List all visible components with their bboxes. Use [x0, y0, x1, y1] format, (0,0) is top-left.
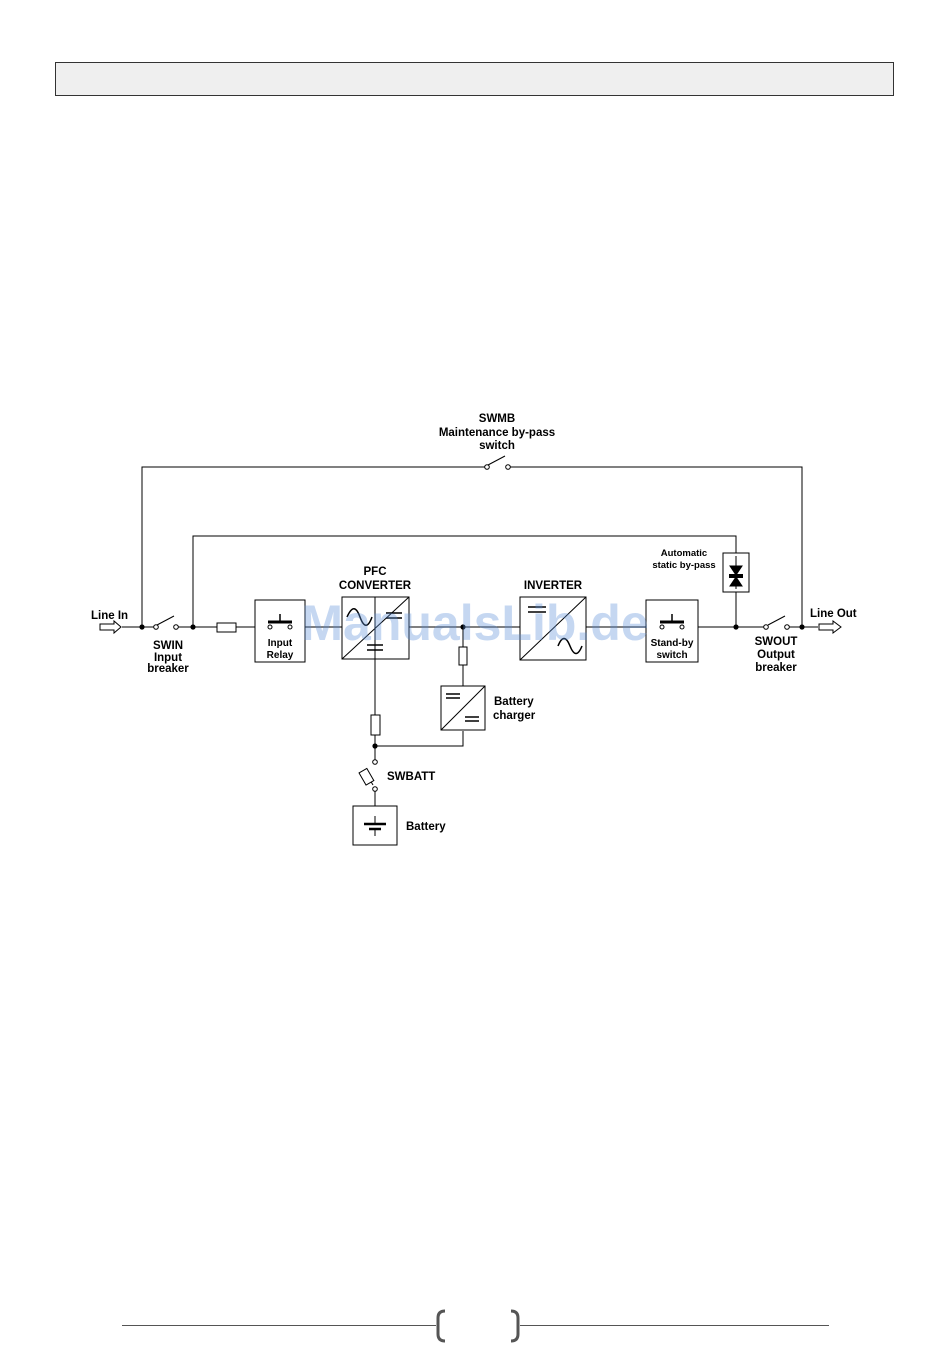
input-relay-label: Input — [268, 638, 293, 649]
swout-desc2-label: breaker — [755, 662, 797, 674]
swout-label: SWOUT — [755, 636, 798, 648]
footer-rule-left — [122, 1325, 436, 1326]
battery-charger-label: Battery — [494, 696, 534, 708]
standby-label-2: switch — [656, 650, 687, 661]
swout-desc-label: Output — [757, 649, 795, 661]
swin-label: SWIN — [153, 640, 183, 652]
auto-bypass-label-2: static by-pass — [652, 560, 715, 571]
input-relay-label-2: Relay — [267, 650, 294, 661]
pfc-label: PFC — [364, 566, 387, 578]
pfc-converter-label: CONVERTER — [339, 580, 412, 592]
swmb-desc-label: Maintenance by-pass — [439, 427, 555, 439]
line-out-label: Line Out — [810, 608, 857, 620]
swmb-desc2-label: switch — [479, 440, 515, 452]
auto-bypass-label: Automatic — [661, 548, 707, 559]
input-fuse — [217, 623, 236, 632]
line-in-arrow-icon — [100, 621, 121, 633]
swin-desc2-label: breaker — [147, 663, 189, 675]
line-in-label: Line In — [91, 610, 128, 622]
watermark-text: ManualsLib.de — [301, 595, 648, 651]
line-out-arrow-icon — [819, 621, 841, 633]
swout-switch-blade — [768, 616, 785, 625]
swmb-label: SWMB — [479, 413, 515, 425]
standby-label: Stand-by — [651, 638, 694, 649]
footer-bracket-right — [511, 1311, 518, 1341]
battery-charger-label-2: charger — [493, 710, 536, 722]
battery-box — [353, 806, 397, 845]
swbatt-label: SWBATT — [387, 771, 435, 783]
inverter-label: INVERTER — [524, 580, 583, 592]
footer-bracket-left — [438, 1311, 445, 1341]
swmb-switch-blade — [488, 456, 505, 465]
battery-fuse — [371, 715, 380, 735]
swin-switch-blade — [157, 616, 174, 625]
battery-label: Battery — [406, 821, 446, 833]
footer-rule-right — [520, 1325, 829, 1326]
